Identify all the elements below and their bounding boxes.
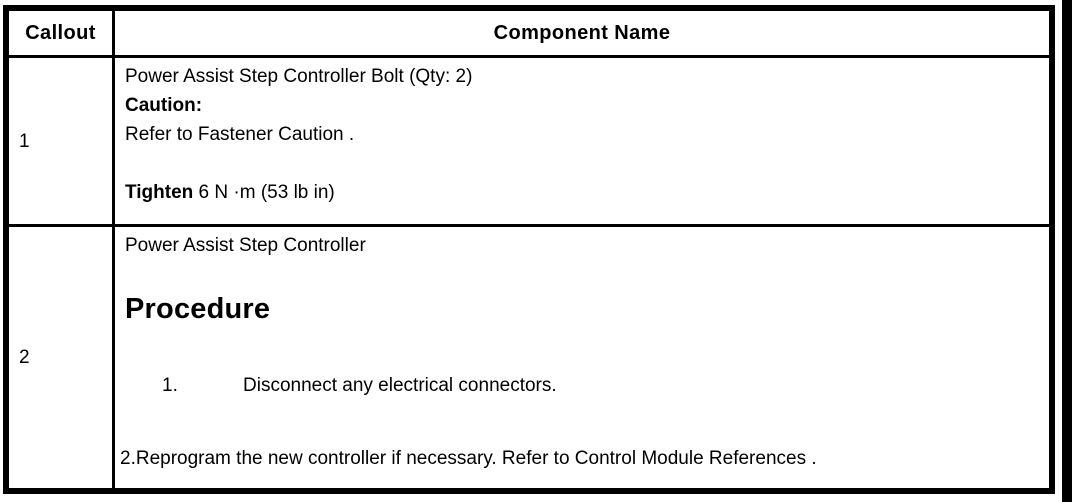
procedure-heading: Procedure	[125, 293, 271, 325]
tighten-label: Tighten	[125, 182, 194, 203]
component-callout-table: Callout Component Name 1 Power Assist St…	[3, 5, 1055, 494]
table-row-callout-1: 1 Power Assist Step Controller Bolt (Qty…	[9, 58, 1049, 227]
table-header-row: Callout Component Name	[9, 11, 1049, 58]
component-name-text: Power Assist Step Controller Bolt (Qty: …	[125, 66, 473, 87]
component-cell-2: Power Assist Step Controller Procedure 1…	[115, 227, 1049, 488]
caution-label: Caution:	[125, 95, 203, 116]
callout-header-label: Callout	[25, 21, 96, 44]
procedure-step-1: 1. Disconnect any electrical connectors.	[125, 371, 1041, 400]
procedure-step-1-text: Disconnect any electrical connectors.	[243, 375, 557, 396]
callout-number-cell-2: 2	[9, 227, 115, 488]
procedure-step-2: 2.Reprogram the new controller if necess…	[120, 448, 817, 469]
component-name-header-label: Component Name	[493, 21, 671, 44]
callout-column-header: Callout	[9, 11, 115, 55]
callout-number-cell-1: 1	[9, 58, 115, 224]
callout-number-2: 2	[19, 347, 30, 368]
tighten-spec-line: Tighten 6 N ·m (53 lb in)	[125, 178, 1041, 207]
procedure-step-1-number: 1.	[162, 375, 178, 396]
component-name-text: Power Assist Step Controller	[125, 235, 366, 256]
component-cell-1: Power Assist Step Controller Bolt (Qty: …	[115, 58, 1049, 224]
table-row-callout-2: 2 Power Assist Step Controller Procedure…	[9, 227, 1049, 488]
caution-reference-text: Refer to Fastener Caution .	[125, 124, 355, 145]
callout-number-1: 1	[19, 130, 30, 152]
component-name-column-header: Component Name	[115, 11, 1049, 55]
tighten-torque-value: 6 N ·m (53 lb in)	[198, 182, 335, 203]
page-edge-bar	[1062, 0, 1072, 502]
